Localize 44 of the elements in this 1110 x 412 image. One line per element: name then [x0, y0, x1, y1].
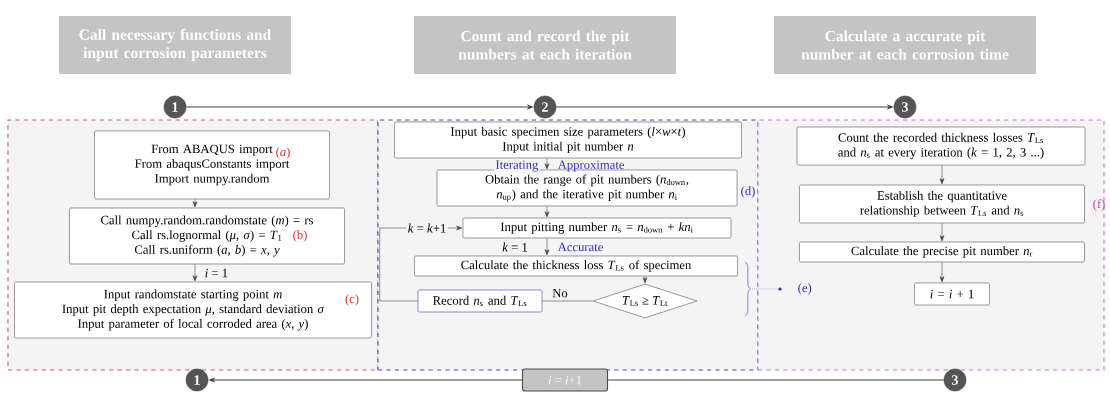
node-label: Input pit depth expectation μ, standard deviation σ	[62, 304, 325, 316]
process-box: Input pitting number n$_{s}$ = n$_{down}$ + kn$_{i}$	[462, 217, 732, 239]
bracket-label: (e)	[798, 283, 812, 295]
step-tag: (b)	[293, 230, 307, 242]
step-heading: Count and record the pit numbers at each iteration	[413, 16, 677, 74]
arrow	[939, 165, 945, 185]
edge-label: Iterating	[494, 159, 540, 173]
arrow	[642, 276, 648, 284]
node-label: Input parameter of local corroded area (x, y)	[78, 318, 308, 331]
step-number: 3	[943, 368, 967, 392]
process-box: Record n$_{s}$ and T$_{Ls}$	[417, 289, 543, 313]
arrow	[939, 262, 945, 283]
arrow	[544, 238, 550, 256]
node-label: Call rs.uniform (a, b) = x, y	[134, 244, 280, 257]
step-number: 2	[533, 95, 557, 119]
step-tag: (a)	[276, 147, 290, 159]
node-label: Call numpy.random.randomstate (m) = rs	[101, 215, 314, 227]
flow-label: Approximate	[557, 160, 625, 172]
process-box: Calculate the thickness loss T$_{Ls}$ of specimen	[414, 255, 738, 277]
node-label: Call rs.lognormal (μ, σ) = T$_{1}$	[132, 230, 282, 242]
step-number: 3	[893, 95, 917, 119]
edge-label: i = 1	[203, 267, 230, 279]
flow-label: k = 1	[502, 242, 528, 252]
arrow	[192, 199, 198, 208]
arrow	[192, 264, 198, 282]
edge-label: k = k+1	[406, 222, 448, 234]
panel-label: (f)	[1093, 199, 1105, 211]
edge-label: Accurate	[556, 241, 605, 253]
panel-label: (d)	[741, 186, 755, 198]
step-number: 1	[185, 368, 209, 392]
step-number: 1	[163, 95, 187, 119]
arrow	[544, 158, 550, 170]
process-box: Calculate the precise pit number n$_{r}$	[799, 241, 1085, 263]
step-heading: Calculate a accurate pit number at each corrosion time	[773, 16, 1037, 74]
arrow	[939, 223, 945, 242]
process-box: Input basic specimen size parameters (l×w×t) Input initial pit number n	[394, 121, 742, 159]
arrow	[544, 206, 550, 218]
step-heading: Call necessary functions and input corrosion parameters	[59, 16, 292, 74]
node-label: Input randomstate starting point m	[104, 289, 282, 301]
process-box: Establish the quantitative relationship between T$_{Ls}$ and n$_{s}$	[799, 184, 1085, 224]
process-box: Count the recorded thickness losses T$_{Ls}$ and n$_{s}$ at every iteration (k = 1, 2, 3 ...)	[796, 126, 1086, 166]
edge-label: No	[550, 287, 570, 299]
step-tag: (c)	[345, 294, 359, 306]
process-box: i = i + 1	[914, 282, 990, 306]
